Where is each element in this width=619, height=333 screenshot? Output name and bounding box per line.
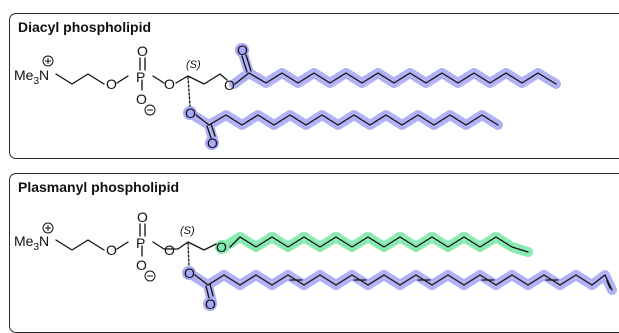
diacyl-backbone-bonds [55, 57, 228, 91]
sn1-carbonyl-o: O [237, 42, 248, 58]
plasmanyl-sn2-wedge [187, 242, 190, 267]
sn2-wedge-bond [187, 76, 191, 107]
plasmanyl-phosphate-o-minus: O [136, 257, 147, 273]
sn2-ester-o: O [185, 105, 196, 121]
plasmanyl-stereo-label: (S) [180, 225, 195, 237]
stereo-label: (S) [186, 59, 201, 71]
plasmanyl-phosphate-o-2: O [164, 242, 175, 258]
ether-o: O [216, 239, 227, 255]
sn1-ester-bonds [234, 54, 557, 85]
sn1-ester-o: O [224, 77, 235, 93]
phosphate-o-minus: O [136, 91, 147, 107]
negative-charge-icon [144, 104, 156, 116]
plasmanyl-sn2-o-highlight [182, 266, 196, 280]
ether-alkyl-bonds [229, 236, 529, 253]
plasmanyl-backbone-bonds [55, 223, 217, 257]
sn2-carbonyl-o: O [207, 135, 218, 151]
plasmanyl-negative-charge-icon [144, 270, 156, 282]
phosphate-o-2: O [164, 76, 175, 92]
plasmanyl-phosphate-o-1: O [106, 242, 117, 258]
phosphoryl-o: O [137, 43, 148, 59]
plasmanyl-phosphorus-atom: P [136, 235, 145, 251]
plasmanyl-structure: Me3N O P O O O (S) O O O [14, 209, 617, 312]
plasmanyl-phosphoryl-o: O [137, 209, 148, 225]
sn1-carbonyl-o-highlight [235, 43, 249, 57]
positive-charge-icon [42, 55, 54, 67]
sn2-ester-o-highlight [183, 106, 197, 120]
plasmanyl-sn2-ester-bonds [194, 274, 613, 299]
sn2-polyunsaturated-acyl-highlight [187, 270, 617, 308]
diacyl-panel-title: Diacyl phospholipid [18, 19, 152, 35]
diacyl-structure: Me3N O P O O O (S) O O O O [14, 42, 561, 151]
plasmanyl-positive-charge-icon [42, 222, 54, 234]
ether-o-highlight [215, 240, 229, 254]
plasmanyl-trimethyl-label: Me3N [14, 233, 49, 253]
plasmanyl-sn2-ester-o: O [184, 265, 195, 281]
plasmanyl-panel-title: Plasmanyl phospholipid [18, 179, 180, 195]
cis-double-bonds [289, 279, 611, 289]
phosphate-o-1: O [106, 76, 117, 92]
trimethyl-label: Me3N [14, 67, 49, 87]
sn2-ester-bonds [195, 114, 499, 139]
sn2-carbonyl-o-highlight [205, 136, 219, 150]
phosphorus-atom: P [136, 69, 145, 85]
diacyl-panel: Diacyl phospholipid [9, 13, 619, 159]
plasmanyl-carbonyl-o: O [205, 296, 216, 312]
plasmanyl-carbonyl-o-highlight [203, 297, 217, 311]
